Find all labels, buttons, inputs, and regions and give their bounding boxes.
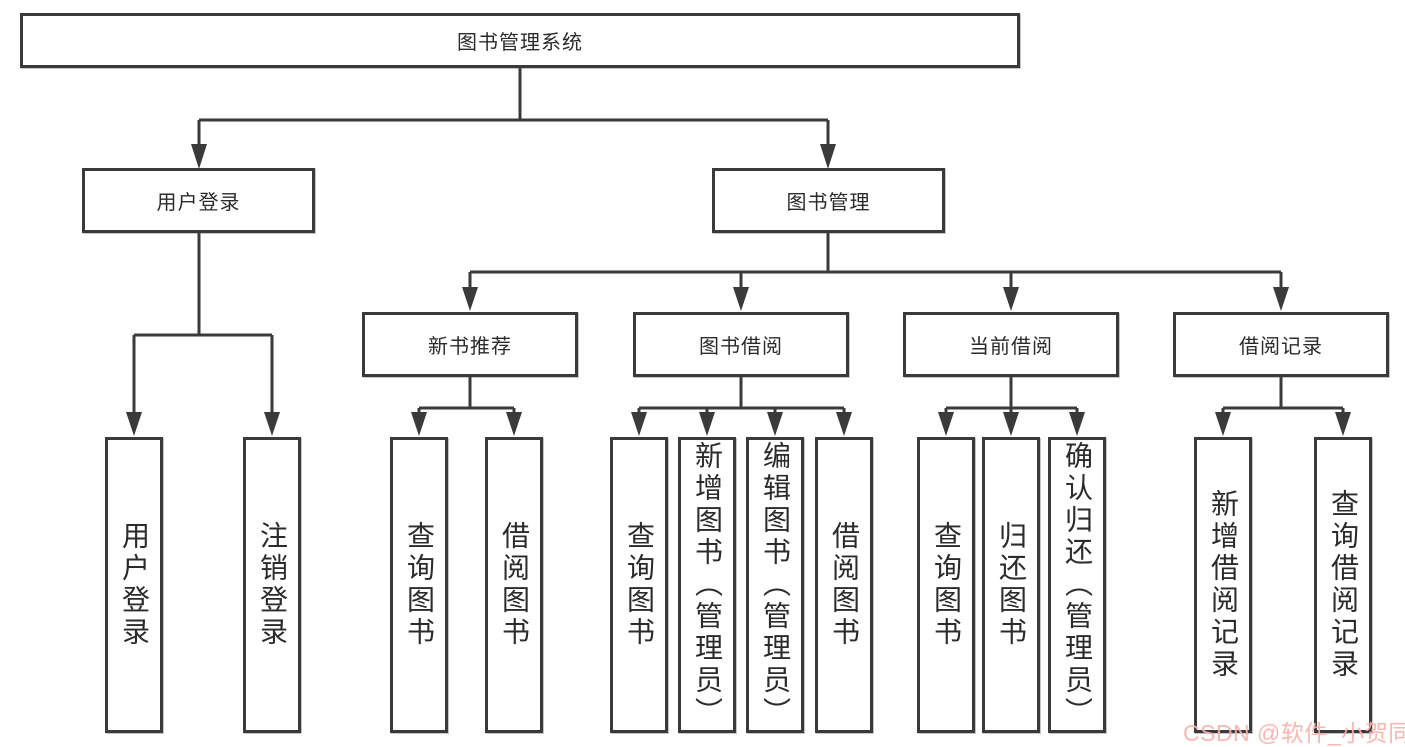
node-root: 图书管理系统 — [20, 13, 1020, 68]
node-book-borrow: 图书借阅 — [633, 312, 849, 377]
leaf-bb-edit-books-admin-label: 编辑图书（管理员） — [760, 441, 791, 729]
leaf-nb-borrow-books-label: 借阅图书 — [499, 521, 530, 649]
connector-book-mgmt-to-level3 — [462, 233, 1289, 311]
node-new-book-recommend: 新书推荐 — [362, 312, 578, 377]
leaf-br-add-record: 新增借阅记录 — [1194, 437, 1252, 733]
node-borrow-records: 借阅记录 — [1173, 312, 1389, 377]
node-user-login: 用户登录 — [82, 168, 315, 233]
leaf-nb-borrow-books: 借阅图书 — [485, 437, 543, 733]
node-user-login-label: 用户登录 — [156, 192, 241, 214]
connector-root-to-level2 — [191, 68, 836, 169]
node-book-borrow-label: 图书借阅 — [699, 336, 783, 358]
leaf-cb-confirm-return-admin-label: 确认归还（管理员） — [1062, 441, 1093, 729]
leaf-cb-confirm-return-admin: 确认归还（管理员） — [1048, 437, 1106, 733]
connector-user-login-to-leaves — [126, 233, 280, 436]
connector-borrow-records-to-leaves — [1215, 377, 1351, 436]
node-borrow-records-label: 借阅记录 — [1239, 336, 1323, 358]
leaf-bb-borrow-books-label: 借阅图书 — [829, 521, 860, 649]
leaf-cb-return-books: 归还图书 — [982, 437, 1040, 733]
leaf-bb-query-books: 查询图书 — [610, 437, 668, 733]
leaf-cb-query-books: 查询图书 — [917, 437, 975, 733]
leaf-nb-query-books-label: 查询图书 — [404, 521, 435, 649]
node-book-mgmt: 图书管理 — [712, 168, 945, 233]
watermark: CSDN @软件_小贺同学 — [1183, 720, 1405, 746]
leaf-br-add-record-label: 新增借阅记录 — [1208, 489, 1239, 681]
connector-current-borrow-to-leaves — [938, 377, 1085, 436]
leaf-logout-login-label: 注销登录 — [257, 521, 288, 649]
leaf-bb-add-books-admin: 新增图书（管理员） — [678, 437, 736, 733]
leaf-bb-borrow-books: 借阅图书 — [815, 437, 873, 733]
leaf-cb-return-books-label: 归还图书 — [996, 521, 1027, 649]
node-current-borrow-label: 当前借阅 — [969, 336, 1053, 358]
leaf-nb-query-books: 查询图书 — [390, 437, 448, 733]
node-new-book-recommend-label: 新书推荐 — [428, 336, 512, 358]
leaf-bb-add-books-admin-label: 新增图书（管理员） — [692, 441, 723, 729]
leaf-br-query-record: 查询借阅记录 — [1314, 437, 1372, 733]
leaf-bb-edit-books-admin: 编辑图书（管理员） — [746, 437, 804, 733]
leaf-br-query-record-label: 查询借阅记录 — [1328, 489, 1359, 681]
node-current-borrow: 当前借阅 — [903, 312, 1119, 377]
leaf-user-login-label: 用户登录 — [119, 521, 150, 649]
leaf-bb-query-books-label: 查询图书 — [624, 521, 655, 649]
node-book-mgmt-label: 图书管理 — [786, 192, 871, 214]
leaf-logout-login: 注销登录 — [243, 437, 301, 733]
connector-book-borrow-to-leaves — [631, 377, 852, 436]
leaf-cb-query-books-label: 查询图书 — [931, 521, 962, 649]
node-root-label: 图书管理系统 — [457, 32, 583, 54]
connector-new-book-to-leaves — [411, 377, 522, 436]
leaf-user-login: 用户登录 — [105, 437, 163, 733]
